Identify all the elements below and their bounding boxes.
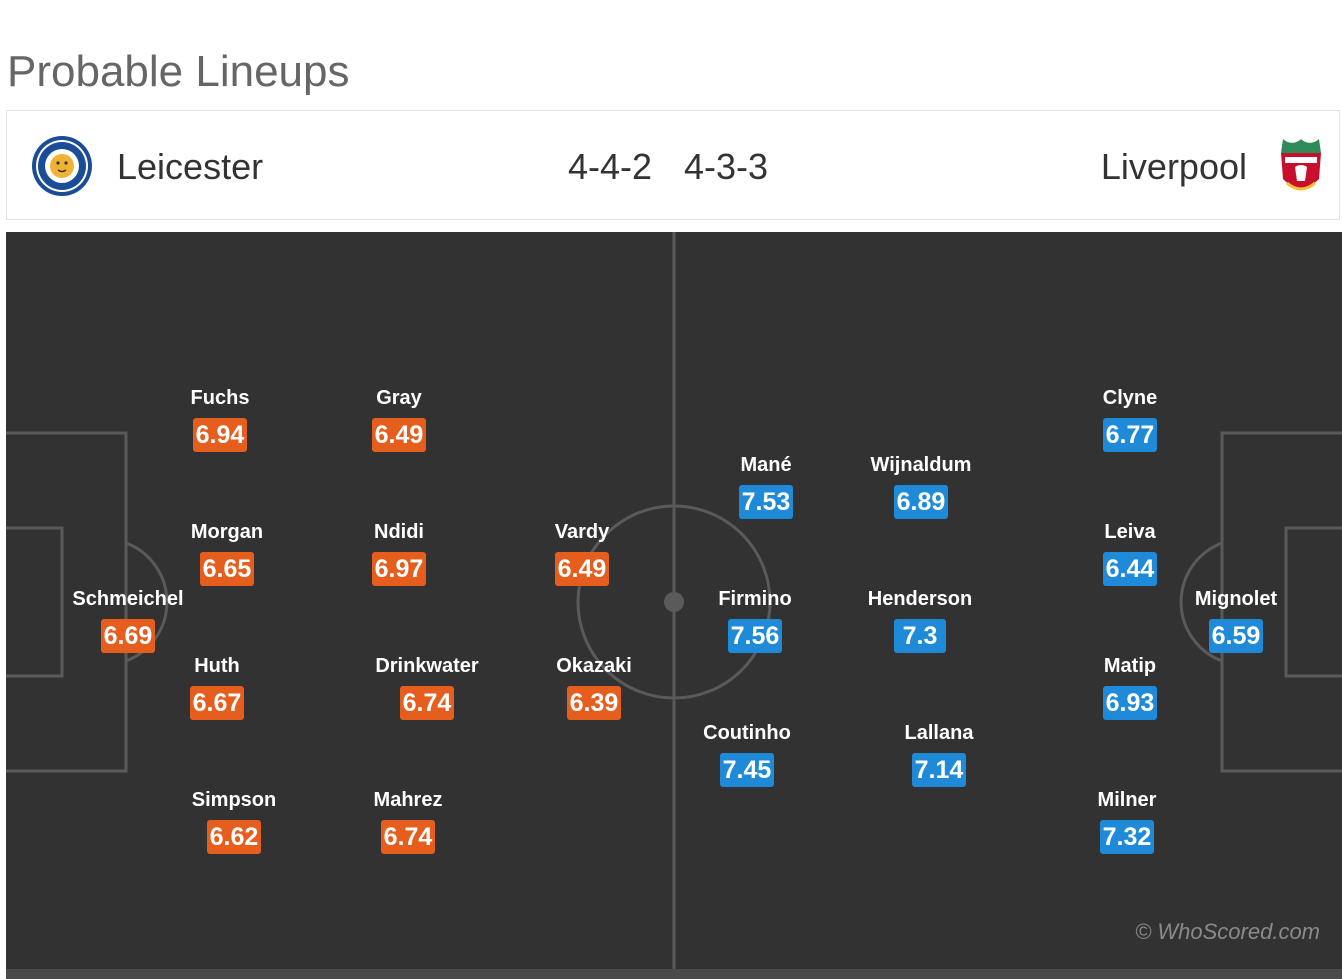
player-away-henderson[interactable]: Henderson 7.3 [810, 587, 1030, 653]
player-rating-badge: 6.74 [380, 820, 436, 854]
away-formation: 4-3-3 [684, 146, 769, 187]
player-away-mane[interactable]: Mané 7.53 [656, 453, 876, 519]
player-name: Vardy [554, 521, 610, 543]
pitch-markings [6, 232, 1342, 979]
player-home-schmeichel[interactable]: Schmeichel 6.69 [18, 587, 238, 653]
leicester-crest-icon[interactable] [31, 135, 93, 202]
player-rating-badge: 6.49 [371, 418, 427, 452]
player-name: Mané [740, 454, 792, 476]
player-home-gray[interactable]: Gray 6.49 [289, 386, 509, 452]
player-rating-badge: 6.65 [199, 552, 255, 586]
player-name: Okazaki [556, 655, 632, 677]
player-home-drinkwater[interactable]: Drinkwater 6.74 [317, 654, 537, 720]
player-rating-badge: 6.44 [1102, 552, 1158, 586]
player-rating-badge: 6.77 [1102, 418, 1158, 452]
player-name: Matip [1103, 655, 1157, 677]
player-away-clyne[interactable]: Clyne 6.77 [1020, 386, 1240, 452]
player-away-coutinho[interactable]: Coutinho 7.45 [637, 721, 857, 787]
player-name: Lallana [904, 722, 974, 744]
player-home-fuchs[interactable]: Fuchs 6.94 [110, 386, 330, 452]
player-home-mahrez[interactable]: Mahrez 6.74 [298, 788, 518, 854]
player-away-milner[interactable]: Milner 7.32 [1017, 788, 1237, 854]
player-name: Wijnaldum [870, 454, 972, 476]
player-away-leiva[interactable]: Leiva 6.44 [1020, 520, 1240, 586]
player-home-ndidi[interactable]: Ndidi 6.97 [289, 520, 509, 586]
player-name: Gray [376, 387, 422, 409]
player-rating-badge: 6.59 [1208, 619, 1264, 653]
player-name: Leiva [1104, 521, 1156, 543]
player-name: Morgan [190, 521, 264, 543]
player-home-huth[interactable]: Huth 6.67 [107, 654, 327, 720]
home-formation: 4-4-2 [568, 146, 653, 187]
home-team-name[interactable]: Leicester [117, 146, 264, 187]
player-rating-badge: 7.3 [894, 619, 946, 653]
player-rating-badge: 6.94 [192, 418, 248, 452]
player-home-morgan[interactable]: Morgan 6.65 [117, 520, 337, 586]
player-rating-badge: 7.32 [1099, 820, 1155, 854]
player-rating-badge: 6.69 [100, 619, 156, 653]
player-away-lallana[interactable]: Lallana 7.14 [829, 721, 1049, 787]
player-away-mignolet[interactable]: Mignolet 6.59 [1126, 587, 1342, 653]
player-rating-badge: 7.53 [738, 485, 794, 519]
player-rating-badge: 6.49 [554, 552, 610, 586]
liverpool-crest-icon[interactable] [1273, 135, 1329, 204]
player-home-vardy[interactable]: Vardy 6.49 [472, 520, 692, 586]
player-name: Clyne [1102, 387, 1158, 409]
player-name: Henderson [867, 588, 973, 610]
teams-header: Leicester 4-4-2 4-3-3 Liverpool [6, 110, 1340, 220]
player-home-okazaki[interactable]: Okazaki 6.39 [484, 654, 704, 720]
player-name: Fuchs [190, 387, 250, 409]
pitch-bottom-edge [6, 969, 1342, 979]
player-away-wijnaldum[interactable]: Wijnaldum 6.89 [811, 453, 1031, 519]
player-home-simpson[interactable]: Simpson 6.62 [124, 788, 344, 854]
player-name: Schmeichel [72, 588, 184, 610]
player-name: Mignolet [1194, 588, 1278, 610]
player-rating-badge: 6.74 [399, 686, 455, 720]
player-name: Coutinho [703, 722, 791, 744]
player-away-matip[interactable]: Matip 6.93 [1020, 654, 1240, 720]
player-name: Mahrez [373, 789, 443, 811]
player-name: Huth [194, 655, 240, 677]
page-title: Probable Lineups [7, 47, 350, 96]
player-rating-badge: 7.45 [719, 753, 775, 787]
player-name: Milner [1097, 789, 1157, 811]
player-name: Firmino [718, 588, 792, 610]
player-rating-badge: 7.14 [911, 753, 967, 787]
player-rating-badge: 6.97 [371, 552, 427, 586]
player-name: Drinkwater [375, 655, 479, 677]
player-name: Ndidi [374, 521, 424, 543]
player-rating-badge: 6.39 [566, 686, 622, 720]
player-rating-badge: 6.89 [893, 485, 949, 519]
player-name: Simpson [191, 789, 277, 811]
player-rating-badge: 7.56 [727, 619, 783, 653]
player-away-firmino[interactable]: Firmino 7.56 [645, 587, 865, 653]
player-rating-badge: 6.93 [1102, 686, 1158, 720]
away-team-name[interactable]: Liverpool [1100, 146, 1247, 187]
pitch: Schmeichel 6.69 Fuchs 6.94 Morgan 6.65 H… [6, 232, 1342, 979]
whoscored-watermark: © WhoScored.com [1135, 919, 1320, 944]
player-rating-badge: 6.67 [189, 686, 245, 720]
player-rating-badge: 6.62 [206, 820, 262, 854]
